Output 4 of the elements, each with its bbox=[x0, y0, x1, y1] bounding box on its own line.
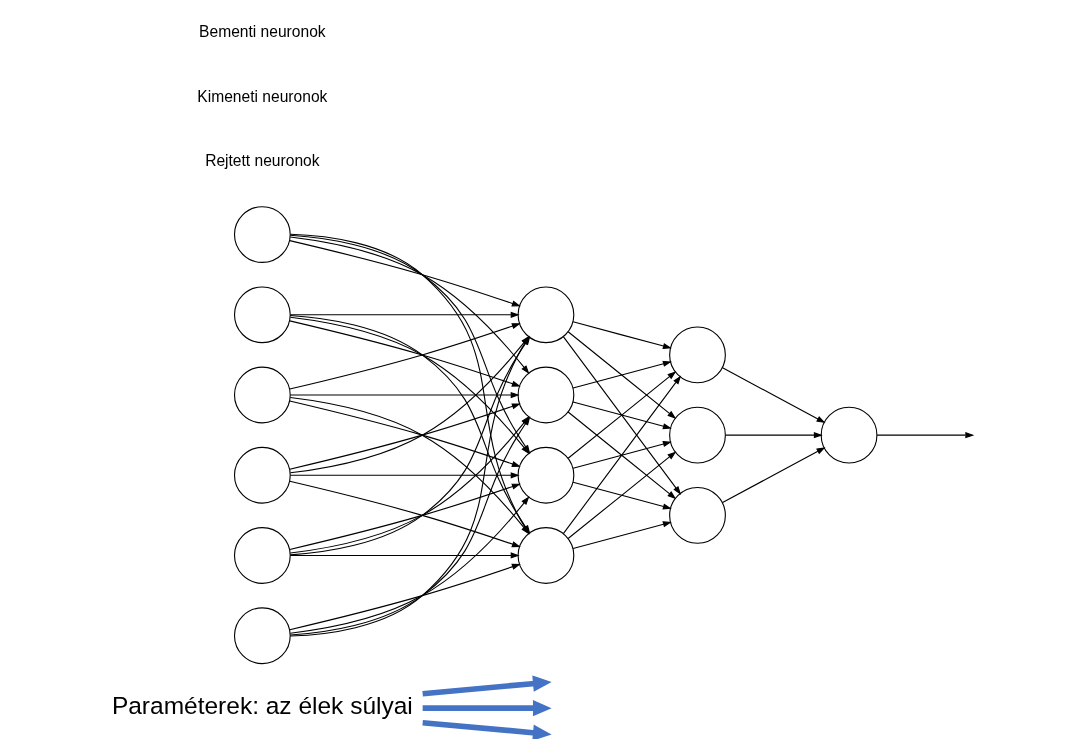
label: Kimeneti neuronok bbox=[197, 87, 328, 105]
label: Bementi neuronok bbox=[199, 23, 326, 40]
node-text: Paraméterek: az élek súlyai bbox=[111, 692, 413, 720]
label: Rejtett neuronok bbox=[205, 152, 320, 170]
